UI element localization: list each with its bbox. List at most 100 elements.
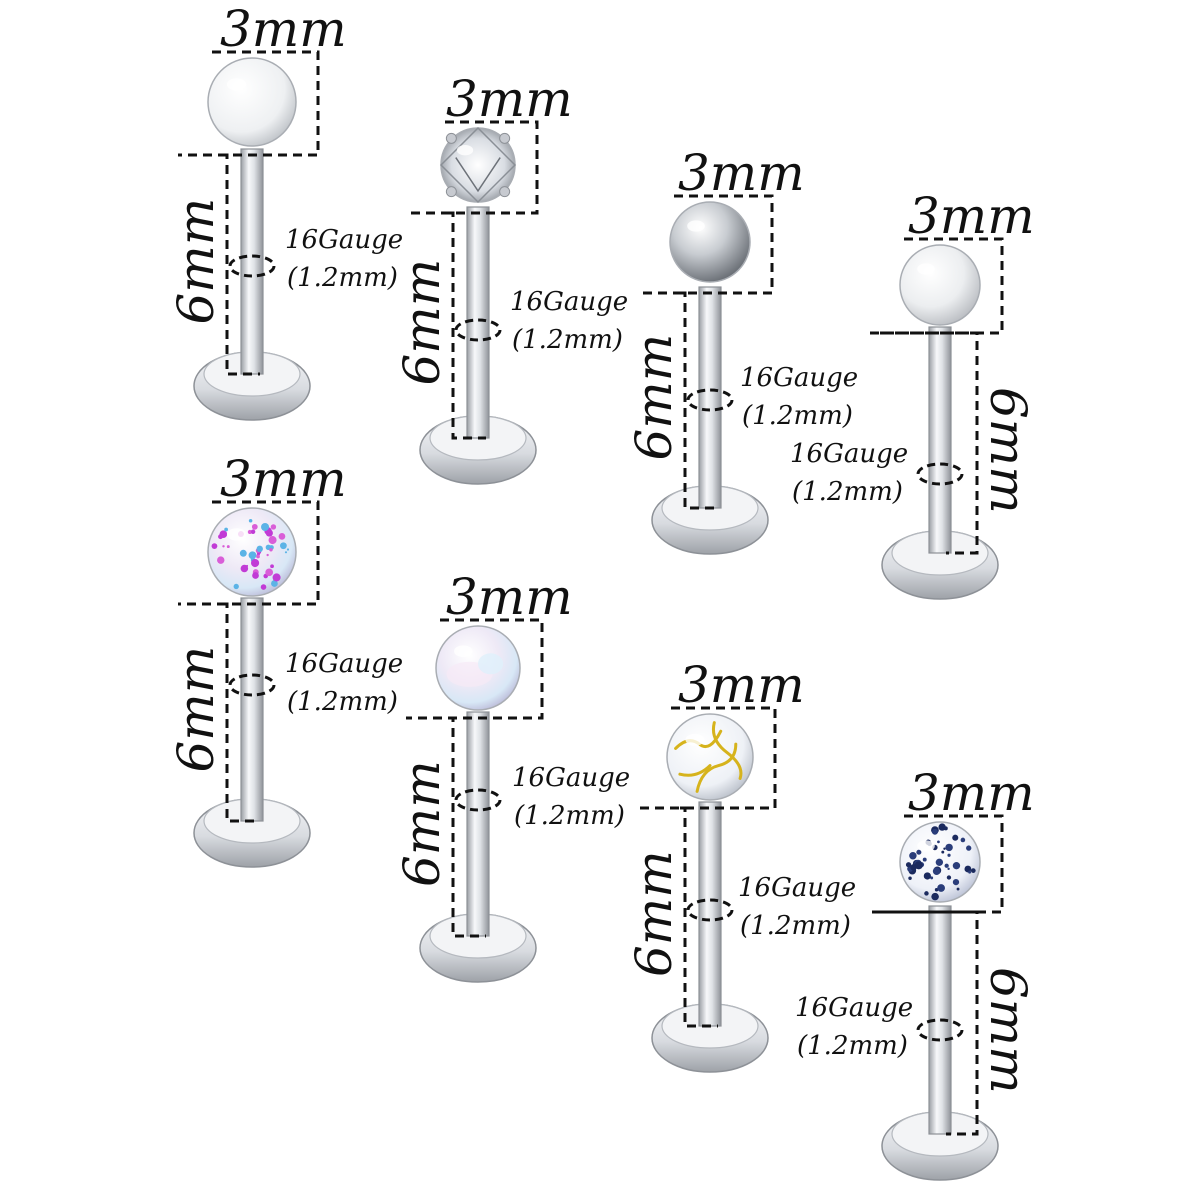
- speckle-dot: [284, 551, 288, 554]
- speckle-dot: [251, 523, 258, 530]
- speckle-dot: [256, 554, 260, 559]
- speckle-dot: [924, 891, 929, 896]
- ball-size-label: 3mm: [908, 764, 1035, 822]
- crystal-prong: [445, 186, 457, 198]
- crystal-facet: [455, 157, 501, 193]
- crystal-prong: [499, 132, 511, 144]
- ball-size-dimension-line: [178, 500, 320, 606]
- speckle-dot: [270, 524, 277, 530]
- gauge-ring-marker: [916, 1018, 964, 1042]
- ball-size-label: 3mm: [220, 0, 347, 58]
- speckle-dot: [261, 522, 270, 531]
- post-length-dimension-line: [448, 716, 486, 938]
- ball-end-pearl: [899, 244, 981, 326]
- gauge-mm-label: (1.2mm): [512, 325, 623, 355]
- speckle-dot: [240, 564, 249, 573]
- gauge-mm-label: (1.2mm): [797, 1031, 908, 1061]
- post-length-dimension-line: [880, 910, 979, 1136]
- gauge-label: 16Gauge: [285, 649, 403, 679]
- gauge-ring-marker: [228, 254, 276, 278]
- speckle-dot: [252, 572, 259, 579]
- ball-end-gold-crackle: [666, 713, 754, 801]
- ball-highlight: [456, 145, 474, 156]
- speckle-dot: [931, 828, 938, 835]
- post-length-label: 6mm: [625, 334, 683, 461]
- speckle-dot: [937, 884, 945, 892]
- post-length-label: 6mm: [625, 850, 683, 977]
- gauge-mm-label: (1.2mm): [287, 687, 398, 717]
- speckle-dot: [250, 529, 256, 535]
- post-length-label: 6mm: [393, 259, 451, 386]
- post-length-dimension-line: [680, 806, 718, 1028]
- ball-highlight: [454, 645, 473, 658]
- gauge-mm-label: (1.2mm): [287, 263, 398, 293]
- gauge-ring-marker: [228, 673, 276, 697]
- speckle-dot: [239, 549, 247, 557]
- speckle-dot: [946, 875, 952, 880]
- speckle-dot: [266, 553, 269, 557]
- crystal-facet: [439, 126, 517, 204]
- speckle-dot: [914, 861, 923, 870]
- speckle-dot: [224, 527, 228, 532]
- gauge-label: 16Gauge: [512, 763, 630, 793]
- ball-highlight: [917, 263, 935, 275]
- speckle-dot: [222, 545, 225, 548]
- speckle-dot: [908, 876, 912, 880]
- speckle-dot: [931, 892, 939, 901]
- gauge-ring-marker: [686, 388, 734, 412]
- speckle-dot: [265, 568, 273, 577]
- post-length-dimension-line: [222, 602, 260, 823]
- ball-size-label: 3mm: [446, 70, 573, 128]
- post-length-dimension-line: [680, 291, 718, 510]
- ball-highlight: [917, 840, 935, 852]
- gauge-ring-marker: [454, 318, 502, 342]
- speckle-dot: [280, 542, 287, 550]
- speckle-dot: [952, 862, 961, 870]
- speckle-dot: [945, 843, 953, 852]
- speckle-dot: [246, 564, 249, 567]
- speckle-dot: [247, 529, 252, 535]
- post-length-dimension-line: [880, 331, 979, 555]
- speckle-dot: [251, 558, 260, 568]
- speckle-dot: [905, 862, 912, 868]
- gauge-label: 16Gauge: [740, 363, 858, 393]
- speckle-dot: [218, 534, 223, 540]
- gold-crackle-vein: [711, 721, 743, 780]
- ball-size-dimension-line: [640, 194, 774, 295]
- speckle-dot: [930, 876, 934, 880]
- gauge-ring-marker: [686, 898, 734, 922]
- speckle-dot: [952, 878, 960, 886]
- speckle-dot: [269, 548, 273, 552]
- speckle-dot: [270, 564, 274, 569]
- barbell-post: [240, 597, 264, 822]
- post-length-label: 6mm: [167, 198, 225, 325]
- crystal-prong: [499, 186, 511, 198]
- ball-highlight: [226, 78, 247, 91]
- speckle-dot: [935, 858, 944, 866]
- gauge-label: 16Gauge: [795, 993, 913, 1023]
- ball-size-label: 3mm: [678, 656, 805, 714]
- speckle-dot: [918, 852, 921, 855]
- speckle-dot: [952, 834, 959, 841]
- ball-highlight: [226, 528, 247, 541]
- ball-highlight: [685, 733, 705, 746]
- ball-size-dimension-line: [637, 706, 777, 810]
- labret-item-2: 3mm 6mm 16Gauge (1.2mm): [393, 70, 628, 485]
- barbell-post: [698, 801, 722, 1027]
- speckle-dot: [286, 548, 290, 551]
- speckle-dot: [943, 847, 946, 850]
- barbell-post: [698, 286, 722, 509]
- crystal-prong: [445, 132, 457, 144]
- speckle-dot: [944, 863, 949, 868]
- ball-size-dimension-line: [178, 50, 320, 157]
- speckle-dot: [265, 529, 273, 537]
- gauge-label: 16Gauge: [285, 225, 403, 255]
- ball-size-dimension-line: [406, 618, 544, 720]
- ball-end-steel-ball: [669, 201, 751, 283]
- gauge-label: 16Gauge: [510, 287, 628, 317]
